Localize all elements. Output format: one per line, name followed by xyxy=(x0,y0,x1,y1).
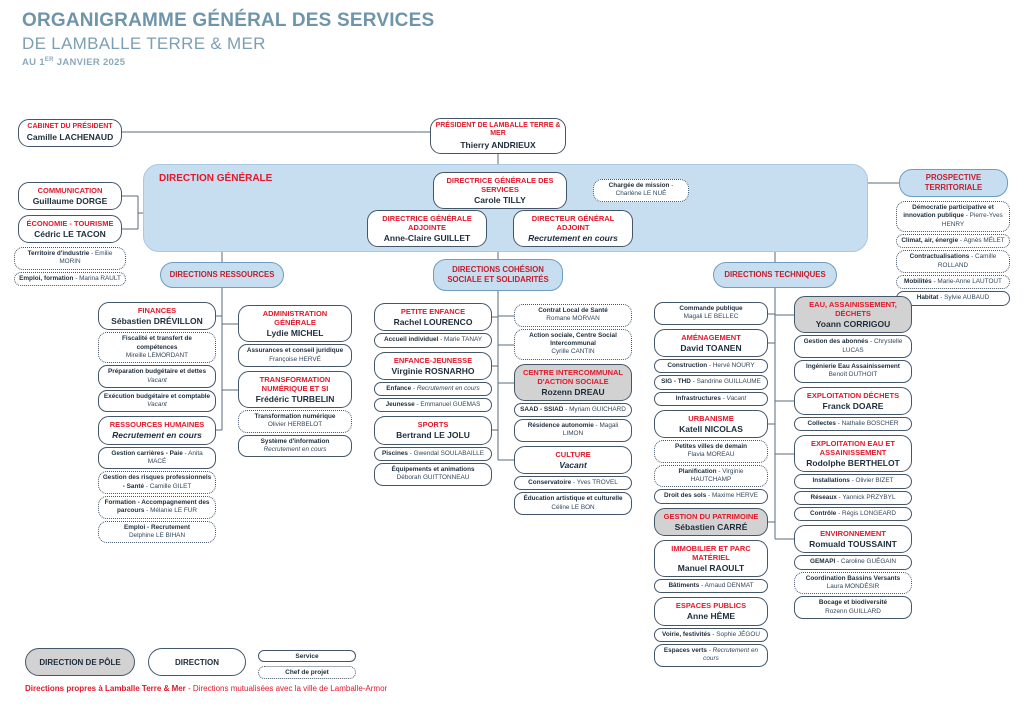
service-box: GEMAPI - Caroline GUÉGAIN xyxy=(794,555,912,570)
header-directions-ressources: DIRECTIONS RESSOURCES xyxy=(160,262,284,288)
service-box: Construction - Hervé NOURY xyxy=(654,358,768,374)
box-cabinet-du-president: CABINET DU PRÉSIDENT Camille LACHENAUD xyxy=(18,119,122,147)
legend-service: Service xyxy=(258,650,356,662)
header-directions-techniques: DIRECTIONS TECHNIQUES xyxy=(713,262,837,288)
service-box: Réseaux - Yannick PRZYBYL xyxy=(794,490,912,505)
service-box: Conservatoire - Yves TROVEL xyxy=(514,476,632,491)
box-chargee-de-mission: Chargée de mission - Charlène LE NUÉ xyxy=(593,179,689,202)
box-president: PRÉSIDENT DE LAMBALLE TERRE & MER Thierr… xyxy=(430,118,566,154)
service-box: Collectes - Nathalie BOSCHER xyxy=(794,416,912,432)
service-box: Climat, air, énergie - Agnès MÉLET xyxy=(896,233,1010,249)
service-box: Espaces verts - Recrutement en cours xyxy=(654,643,768,667)
header-directions-cohesion: DIRECTIONS COHÉSION SOCIALE ET SOLIDARIT… xyxy=(433,259,563,291)
page-date: AU 1ER JANVIER 2025 xyxy=(22,57,126,69)
direction-generale-label: DIRECTION GÉNÉRALE xyxy=(159,173,273,184)
service-box: Droit des sols - Maxime HERVE xyxy=(654,489,768,504)
service-box: Démocratie participative et innovation p… xyxy=(896,201,1010,232)
legend-direction-de-pole: DIRECTION DE PÔLE xyxy=(25,648,135,676)
box-dg-adjoint: DIRECTEUR GÉNÉRAL ADJOINT Recrutement en… xyxy=(513,210,633,248)
box-communication: COMMUNICATION Guillaume DORGE xyxy=(18,182,122,211)
service-box: Piscines - Gwendal SOULABAILLE xyxy=(374,446,492,461)
box-dga: DIRECTRICE GÉNÉRALE ADJOINTE Anne-Claire… xyxy=(367,210,487,248)
direction-generale-panel: DIRECTION GÉNÉRALE DIRECTRICE GÉNÉRALE D… xyxy=(143,164,868,252)
service-box: Gestion carrières - Paie - Anita MACÉ xyxy=(98,446,216,470)
legend-chef-de-projet: Chef de projet xyxy=(258,666,356,679)
chargee-name: - Charlène LE NUÉ xyxy=(615,182,674,198)
service-box: Contrôle - Régis LONGEARD xyxy=(794,506,912,522)
service-box: Enfance - Recrutement en cours xyxy=(374,381,492,397)
service-box: Voirie, festivités - Sophie JÉGOU xyxy=(654,627,768,642)
service-box: Formation - Accompagnement des parcours … xyxy=(98,495,216,519)
service-box: Planification - Virginie HAUTCHAMP xyxy=(654,464,768,488)
service-box: SAAD - SSIAD - Myriam GUICHARD xyxy=(514,402,632,418)
service-box: Gestion des risques professionnels - San… xyxy=(98,471,216,494)
service-box: Mobilités - Marie-Anne LAUTOUT xyxy=(896,274,1010,290)
legend-direction: DIRECTION xyxy=(148,648,246,676)
service-box: Emploi, formation - Marina RAULT xyxy=(14,271,126,286)
prospective-services: Démocratie participative et innovation p… xyxy=(896,201,1010,306)
footer-note: Directions propres à Lamballe Terre & Me… xyxy=(25,684,388,693)
service-box: Jeunesse - Emmanuel GUEMAS xyxy=(374,398,492,413)
page-title: ORGANIGRAMME GÉNÉRAL DES SERVICES xyxy=(22,10,435,31)
service-box: SIG - THD - Sandrine GUILLAUME xyxy=(654,375,768,390)
box-economie-tourisme: ÉCONOMIE - TOURISME Cédric LE TACON xyxy=(18,215,122,244)
service-box: Action sociale, Centre Social Intercommu… xyxy=(514,328,632,360)
service-box: Bâtiments - Arnaud DENMAT xyxy=(654,579,768,594)
box-dgs: DIRECTRICE GÉNÉRALE DES SERVICES Carole … xyxy=(433,172,567,210)
service-box: Installations - Olivier BIZET xyxy=(794,474,912,489)
service-box: Territoire d'industrie - Emilie MORIN xyxy=(14,247,126,270)
service-box: Habitat - Sylvie AUBAUD xyxy=(896,291,1010,306)
service-box: Résidence autonomie - Magali LIMON xyxy=(514,419,632,442)
header-prospective-territoriale: PROSPECTIVE TERRITORIALE xyxy=(899,169,1008,197)
service-box: Gestion des abonnés - Chrystelle LUCAS xyxy=(794,335,912,358)
service-box: Accueil individuel - Marie TANAY xyxy=(374,333,492,348)
page-subtitle: DE LAMBALLE TERRE & MER xyxy=(22,34,266,53)
service-box: Contractualisations - Camille ROLLAND xyxy=(896,250,1010,273)
service-box: Infrastructures - Vacant xyxy=(654,391,768,406)
